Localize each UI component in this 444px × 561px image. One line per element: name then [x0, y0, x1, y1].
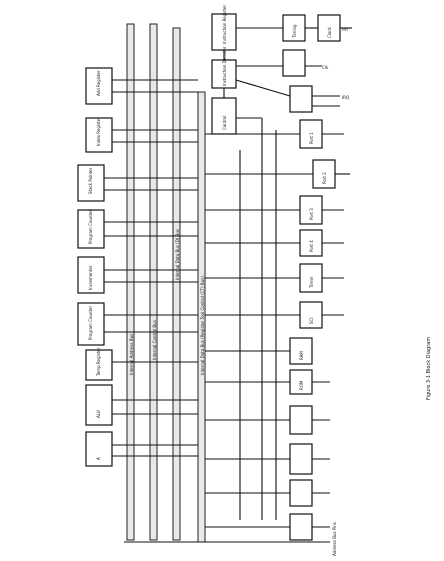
block-timer-label: Timer: [309, 276, 314, 289]
block-port-3-label: Port 3: [309, 208, 314, 220]
bottom-bus-connection: Address Bus Pins: [124, 522, 337, 556]
block-port-7: [289, 479, 313, 507]
block-incrementer-label: Incrementer: [88, 265, 93, 290]
pin-label-1: Pin: [342, 27, 348, 32]
block-port-5: [289, 405, 313, 435]
block-top-aux-2: [289, 85, 313, 113]
block-temp-register: [85, 349, 113, 381]
block-rom-label: ROM: [299, 380, 304, 390]
top-control-cluster: Instruction Register Instruction Decoder…: [211, 4, 352, 135]
pin-label-bottom: Address Bus Pins: [332, 522, 337, 556]
bus-label-address: Internal Address Bus: [129, 334, 134, 375]
block-control: [211, 97, 237, 135]
bus-group: Internal Address Bus Internal Control Bu…: [126, 23, 206, 543]
block-program-counter-label: Program Counter: [88, 210, 93, 244]
block-index-register: [85, 117, 113, 153]
figure-caption: Figure 3-1 Block Diagram: [426, 337, 432, 400]
block-port-6: [289, 443, 313, 475]
block-program-counter-2: [77, 302, 105, 346]
block-port-4-label: Port 4: [309, 240, 314, 252]
left-connections: [104, 79, 198, 457]
block-port-8: [289, 513, 313, 541]
block-program-counter: [77, 209, 105, 249]
block-incrementer: [77, 256, 105, 294]
block-port-1-label: Port 1: [309, 132, 314, 144]
block-clock-label: Clock: [327, 26, 332, 38]
block-stack-pointer: [77, 164, 105, 202]
block-ram-label: RAM: [299, 351, 304, 360]
left-block-column: Add Register Index Register Stack Pointe…: [77, 67, 113, 467]
block-alu-label: ALU: [96, 410, 101, 418]
block-instruction-decoder-label: Instruction Decoder: [222, 46, 227, 86]
block-temp-register-label: Temp Register: [96, 347, 101, 377]
block-program-counter-2-label: Program Counter: [88, 306, 93, 340]
block-timing-label: Timing: [292, 24, 297, 39]
right-block-column: Port 1 Port 2 Port 3 Port 4 Timer SCI RA…: [289, 119, 336, 541]
block-add-register-label: Add Register: [96, 70, 101, 96]
block-instruction-register-label: Instruction Register: [222, 4, 227, 44]
pin-label-2: Clk: [322, 65, 329, 70]
bus-label-control: Internal Control Bus: [152, 320, 157, 360]
block-stack-pointer-label: Stack Pointer: [88, 167, 93, 194]
block-port-2-label: Port 2: [322, 172, 327, 184]
bus-internal-data: [172, 27, 181, 541]
block-reg-a-label: A: [96, 457, 101, 460]
right-connections: [205, 118, 350, 528]
bus-label-register: Internal Data Bus (Register Tool Control…: [200, 276, 205, 375]
block-instruction-register: [211, 13, 237, 51]
block-control-label: Control: [222, 116, 227, 130]
wire-top-8: [235, 79, 291, 97]
block-add-register: [85, 67, 113, 105]
block-top-aux: [282, 49, 306, 77]
pin-label-irq: IRQ: [342, 95, 349, 100]
block-reg-a: [85, 431, 113, 467]
block-alu: [85, 384, 113, 426]
block-sci-label: SCI: [309, 317, 314, 324]
block-index-register-label: Index Register: [96, 117, 101, 146]
bus-label-data: Internal Data Bus (D) Bus: [175, 229, 180, 280]
